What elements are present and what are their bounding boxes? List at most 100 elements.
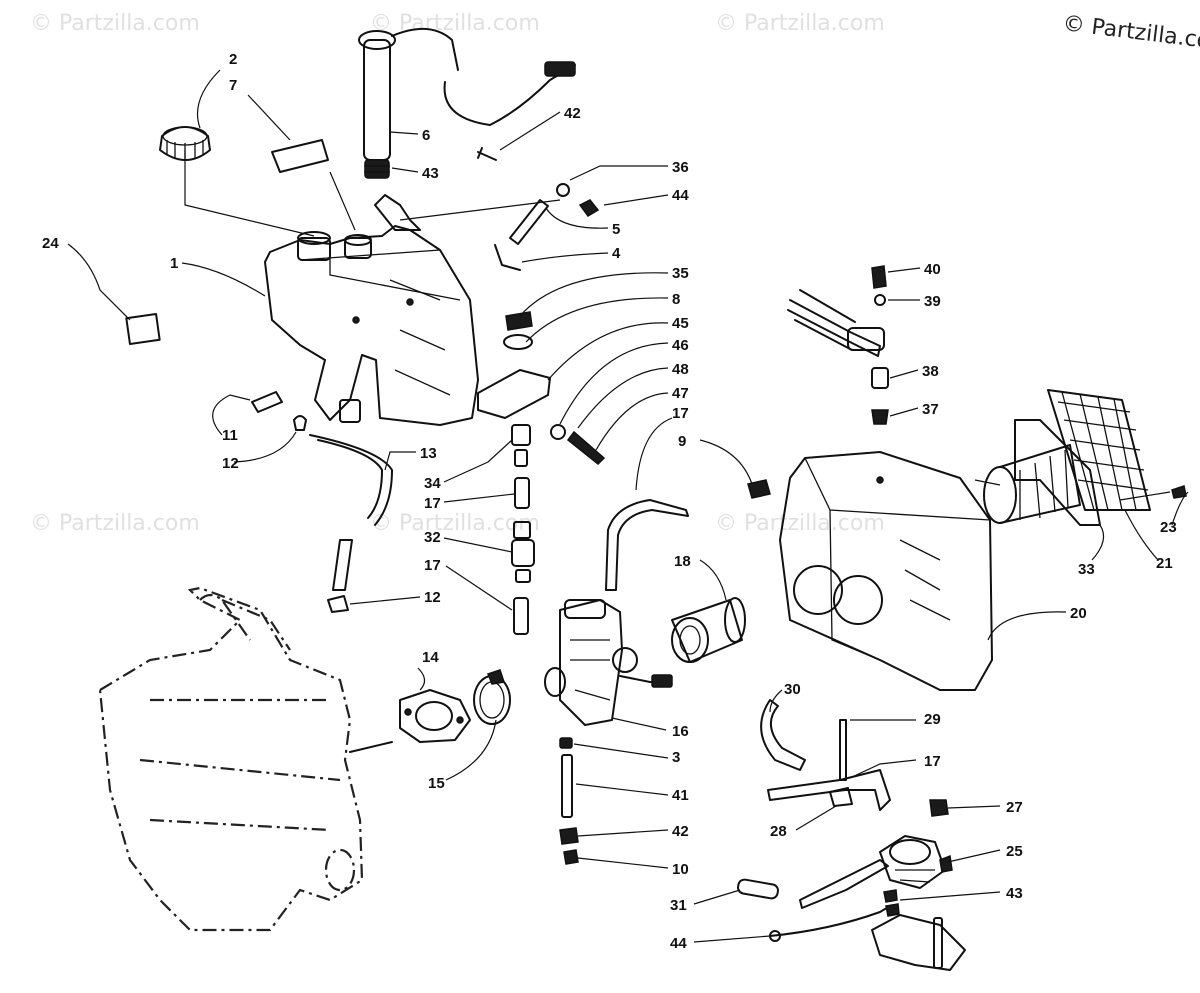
oil-fitting-11 bbox=[251, 391, 283, 413]
air-silencer bbox=[779, 451, 993, 691]
watermark-5: © Partzilla.com bbox=[370, 511, 540, 536]
bolt-47 bbox=[566, 430, 606, 466]
callout-15: 15 bbox=[428, 775, 445, 792]
callout-48: 48 bbox=[672, 361, 689, 378]
oil-tank bbox=[264, 225, 479, 426]
callout-26: 29 bbox=[924, 711, 941, 728]
carburetor bbox=[544, 599, 673, 726]
callout-7: 7 bbox=[229, 77, 237, 94]
callout-9: 9 bbox=[678, 433, 686, 450]
hose-17-lower bbox=[767, 769, 891, 811]
callout-31: 34 bbox=[424, 475, 441, 492]
oil-line-13 bbox=[309, 434, 393, 526]
callout-30: 33 bbox=[1078, 561, 1095, 578]
callout-17a: 17 bbox=[424, 495, 441, 512]
oil-level-sender bbox=[358, 27, 576, 179]
callout-35: 38 bbox=[922, 363, 939, 380]
clip-27 bbox=[760, 699, 806, 771]
gasket-43 bbox=[871, 914, 966, 971]
watermark-3: © Partzilla.com bbox=[715, 11, 885, 36]
callout-32: 35 bbox=[672, 265, 689, 282]
callout-43: 43 bbox=[1006, 885, 1023, 902]
screw-21 bbox=[1171, 485, 1187, 499]
air-filter-30 bbox=[983, 419, 1101, 526]
callout-36: 39 bbox=[924, 293, 941, 310]
washer-48 bbox=[550, 424, 566, 440]
callout-11: 11 bbox=[222, 427, 238, 444]
washer-45 bbox=[503, 334, 533, 350]
callout-20: 21 bbox=[1156, 555, 1173, 572]
callout-40: 43 bbox=[422, 165, 439, 182]
callout-38: 41 bbox=[672, 787, 689, 804]
callout-39: 42 bbox=[564, 105, 581, 122]
callout-12a: 12 bbox=[222, 455, 239, 472]
mount-plate-46 bbox=[477, 369, 551, 419]
leader-lines bbox=[67, 69, 1189, 943]
copyright-text: © Partzilla.com bbox=[1061, 11, 1200, 57]
callout-21: 23 bbox=[1160, 519, 1177, 536]
tank-label-decal bbox=[271, 139, 329, 173]
callout-46: 46 bbox=[672, 337, 689, 354]
callout-17c: 17 bbox=[672, 405, 689, 422]
callout-25: 28 bbox=[770, 823, 787, 840]
callout-28: 31 bbox=[670, 897, 687, 914]
oil-line-lower bbox=[332, 539, 353, 591]
callout-42: 42 bbox=[672, 823, 689, 840]
callout-41: 44 bbox=[672, 187, 689, 204]
callout-6: 6 bbox=[422, 127, 430, 144]
vent-fitting bbox=[494, 244, 521, 271]
tank-bracket bbox=[374, 194, 421, 231]
callout-14: 14 bbox=[422, 649, 439, 666]
vent-hose bbox=[509, 199, 549, 245]
clamp-25 bbox=[829, 787, 853, 807]
callout-22: 25 bbox=[1006, 843, 1023, 860]
wire-44 bbox=[769, 905, 891, 937]
clamp-12b bbox=[327, 595, 349, 613]
callout-18: 18 bbox=[674, 553, 691, 570]
callout-1: 1 bbox=[170, 255, 178, 272]
fuel-line-pump bbox=[799, 859, 889, 909]
callout-16: 16 bbox=[672, 723, 689, 740]
callout-27: 30 bbox=[784, 681, 801, 698]
watermark-2: © Partzilla.com bbox=[370, 11, 540, 36]
engine-phantom bbox=[98, 586, 364, 932]
intake-flange-14 bbox=[399, 689, 471, 743]
callout-3: 3 bbox=[672, 749, 680, 766]
screen-20 bbox=[1047, 389, 1151, 511]
decal-23 bbox=[125, 313, 161, 345]
fuel-hose-17 bbox=[605, 499, 689, 591]
clamp-12a bbox=[293, 415, 307, 431]
callout-37: 40 bbox=[924, 261, 941, 278]
intake-boot-18 bbox=[671, 597, 746, 663]
callout-45: 45 bbox=[672, 315, 689, 332]
sensor-harness bbox=[787, 265, 889, 425]
callout-10: 10 bbox=[672, 861, 689, 878]
callout-33: 36 bbox=[672, 159, 689, 176]
oil-feed-assembly bbox=[511, 424, 535, 635]
callout-29: 32 bbox=[424, 529, 441, 546]
callout-13: 13 bbox=[420, 445, 437, 462]
callout-2: 2 bbox=[229, 51, 237, 68]
callout-numbers: 2 7 6 43 42 36 44 5 4 1 24 11 12 13 34 1… bbox=[42, 51, 1177, 952]
callout-47: 47 bbox=[672, 385, 689, 402]
watermark-4: © Partzilla.com bbox=[30, 511, 200, 536]
callout-17b: 17 bbox=[424, 557, 441, 574]
fuel-pump-22 bbox=[879, 835, 953, 889]
callout-34: 37 bbox=[922, 401, 939, 418]
callout-24: 27 bbox=[1006, 799, 1023, 816]
watermarks: © Partzilla.com © Partzilla.com © Partzi… bbox=[30, 11, 885, 536]
hose-28 bbox=[737, 878, 779, 900]
screw-39 bbox=[477, 147, 497, 161]
clamp-15 bbox=[473, 669, 511, 725]
callout-17d: 17 bbox=[924, 753, 941, 770]
nut-8 bbox=[505, 311, 533, 331]
callout-5: 5 bbox=[612, 221, 620, 238]
stud bbox=[349, 741, 393, 753]
callout-23: 24 bbox=[42, 235, 59, 252]
carb-drain-parts bbox=[559, 737, 579, 865]
watermark-1: © Partzilla.com bbox=[30, 11, 200, 36]
bolt-9 bbox=[747, 479, 771, 499]
bolt-26 bbox=[839, 719, 847, 781]
callout-44: 44 bbox=[670, 935, 687, 952]
